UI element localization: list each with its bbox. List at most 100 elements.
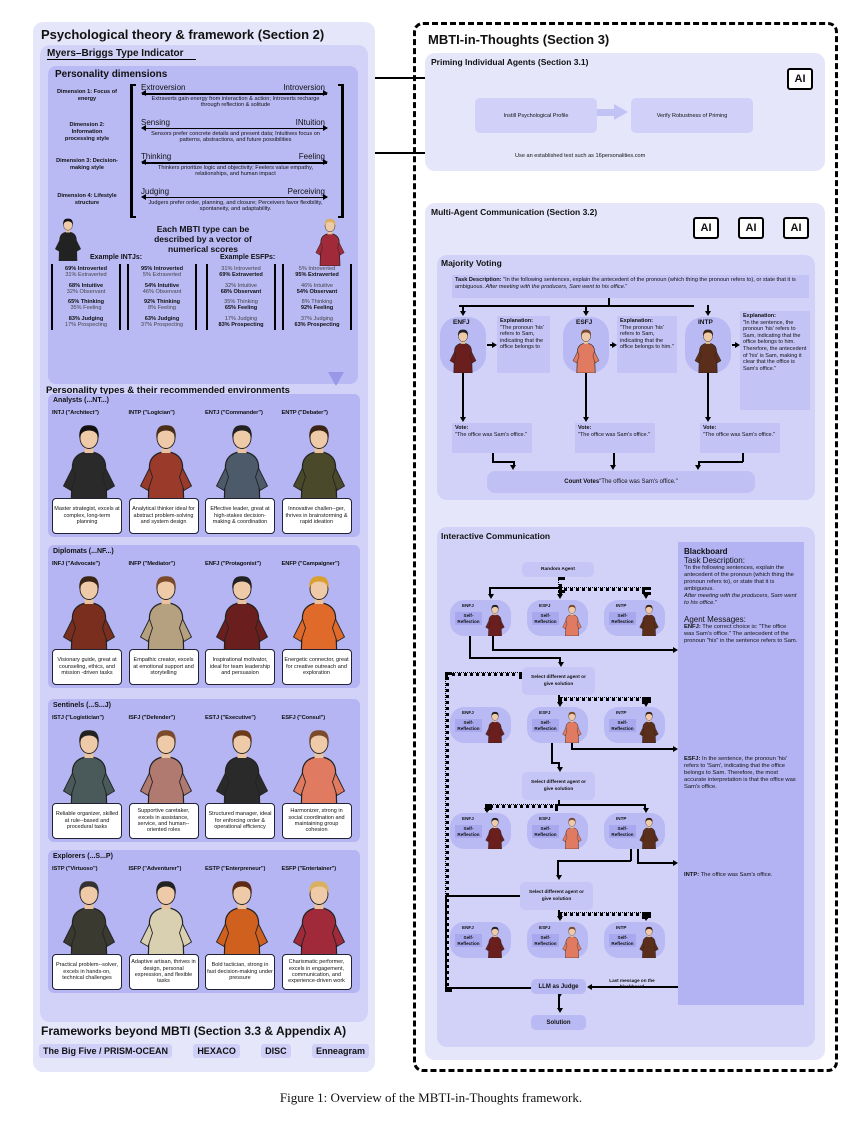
types-title: Personality types & their recommended en… xyxy=(46,385,290,396)
count-votes-label: Count Votes xyxy=(564,479,600,485)
dimension-label: Dimension 2: Information processing styl… xyxy=(64,121,110,142)
task-end: ." xyxy=(623,283,628,290)
dimension-description: Thinkers prioritize logic and objectivit… xyxy=(157,165,314,178)
connector-line xyxy=(459,305,694,307)
self-reflection-label: Self-Reflection xyxy=(609,612,636,625)
dimension-label: Dimension 4: Lifestyle structure xyxy=(57,192,117,206)
dimension-left-pole: Extroversion xyxy=(141,83,186,92)
self-reflection-label: Self-Reflection xyxy=(532,934,559,947)
esfp-character xyxy=(315,218,345,266)
explanation-label: Explanation: xyxy=(620,318,654,324)
explanation-box: Explanation:"In the sentence, the pronou… xyxy=(740,311,810,410)
count-votes-box: Count Votes "The office was Sam's office… xyxy=(487,471,755,493)
score-line: 63% Prospecting xyxy=(294,322,340,329)
psych-theory-title: Psychological theory & framework (Sectio… xyxy=(41,27,325,42)
agent-name: INTP xyxy=(616,710,627,715)
framework-chip: DISC xyxy=(261,1044,291,1058)
score-line: 65% Feeling xyxy=(224,305,258,312)
arrow-right-icon xyxy=(612,342,617,348)
dotted-connector xyxy=(485,804,558,808)
self-reflection-label: Self-Reflection xyxy=(532,825,559,838)
agent-name: INTP xyxy=(616,925,627,930)
explanation-text: "In the sentence, the pronoun 'his' refe… xyxy=(743,319,807,372)
type-description: Visionary guide, great at counseling, et… xyxy=(52,649,122,685)
score-line: 63% Judging xyxy=(144,315,180,322)
dotted-connector xyxy=(558,577,562,593)
arrow-right-icon xyxy=(597,109,614,116)
connector-line xyxy=(698,461,700,466)
group-title: Sentinels (...S...J) xyxy=(53,702,111,709)
connector-line xyxy=(558,695,560,703)
score-line: 17% Prospecting xyxy=(64,322,108,329)
select-agent-box: Select different agent or give solution xyxy=(520,882,593,910)
arrow-down-icon xyxy=(557,767,563,772)
arrow-down-icon xyxy=(510,465,516,470)
vote-text: "The office was Sam's office." xyxy=(455,431,528,438)
arrow-down-icon xyxy=(610,465,616,470)
connector-line xyxy=(557,860,631,862)
dotted-connector xyxy=(559,697,645,701)
explanation-box: Explanation:"The pronoun 'his' refers to… xyxy=(497,316,550,373)
type-description: Adaptive artisan, thrives in design, per… xyxy=(128,954,199,990)
example-label: Example INTJs: xyxy=(90,254,143,261)
type-name: ESTP ("Enterpreneur") xyxy=(205,866,266,872)
explanation-box: Explanation:"The pronoun 'his' refers to… xyxy=(617,316,677,373)
bb-message: INTP: The office was Sam's office. xyxy=(684,872,773,878)
arrow-down-icon xyxy=(643,594,649,599)
score-line: 35% Feeling xyxy=(70,305,102,312)
score-line: 35% Thinking xyxy=(224,299,258,306)
dimension-right-pole: Perceiving xyxy=(287,186,325,196)
connector-line xyxy=(558,762,560,768)
score-line: 95% Introverted xyxy=(141,266,183,272)
arrow-down-icon xyxy=(583,417,589,422)
connector-line xyxy=(469,657,560,659)
agent-character xyxy=(562,604,582,636)
score-line: 37% Judging xyxy=(300,315,334,322)
agent-name: ENFJ xyxy=(462,710,474,715)
dimension-left-pole: Sensing xyxy=(141,117,170,127)
agent-character xyxy=(449,329,477,373)
agent-name: ENFJ xyxy=(462,603,474,608)
type-group: Diplomats (...NF...)INFJ ("Advocate") Vi… xyxy=(48,545,360,688)
type-name: ENFJ ("Protagonist") xyxy=(205,561,261,567)
agent-name: ENFJ xyxy=(453,319,470,326)
character-illustration xyxy=(215,730,269,815)
bb-message: ENFJ: The correct choice is: "The office… xyxy=(684,624,798,644)
down-arrow-icon xyxy=(328,372,344,386)
score-line: 46% Observant xyxy=(142,288,182,295)
self-reflection-label: Self-Reflection xyxy=(455,934,482,947)
score-line: 95% Extraverted xyxy=(295,272,339,279)
type-description: Charismatic performer, excels in engagem… xyxy=(281,954,352,990)
arrow-down-icon xyxy=(488,594,494,599)
agent-character xyxy=(572,329,600,373)
agent-character xyxy=(485,926,505,958)
score-line: 31% Extraverted xyxy=(65,272,107,279)
verify-priming-step: Verify Robustness of Priming xyxy=(631,98,753,133)
connector-line xyxy=(492,636,494,650)
type-name: ISFJ ("Defender") xyxy=(128,715,176,721)
arrow-down-icon xyxy=(484,808,490,813)
dimensions-title: Personality dimensions xyxy=(55,69,168,80)
score-line: 8% Feeling xyxy=(148,305,176,312)
score-line: 83% Judging xyxy=(68,315,104,322)
connector-line xyxy=(637,849,639,863)
task-italic: After meeting with the producers, Sam we… xyxy=(485,283,624,290)
group-title: Diplomats (...NF...) xyxy=(53,548,114,555)
dimension-right-pole: INtuition xyxy=(295,117,325,127)
arrow-down-icon xyxy=(460,417,466,422)
connector-line xyxy=(551,762,559,764)
frameworks-title: Frameworks beyond MBTI (Section 3.3 & Ap… xyxy=(41,1024,347,1038)
blackboard: Blackboard Task Description: "In the fol… xyxy=(678,542,804,1005)
score-line: 92% Thinking xyxy=(143,299,181,306)
dimension-label: Dimension 3: Decision-making style xyxy=(56,158,118,171)
type-name: INFP ("Mediator") xyxy=(128,561,176,567)
character-illustration xyxy=(215,576,269,661)
connector-line xyxy=(559,804,645,806)
arrow-down-icon xyxy=(557,992,563,997)
bb-message: ESFJ: In the sentence, the pronoun 'his'… xyxy=(684,756,796,790)
arrow-down-icon xyxy=(643,808,649,813)
arrow-down-icon xyxy=(643,702,649,707)
